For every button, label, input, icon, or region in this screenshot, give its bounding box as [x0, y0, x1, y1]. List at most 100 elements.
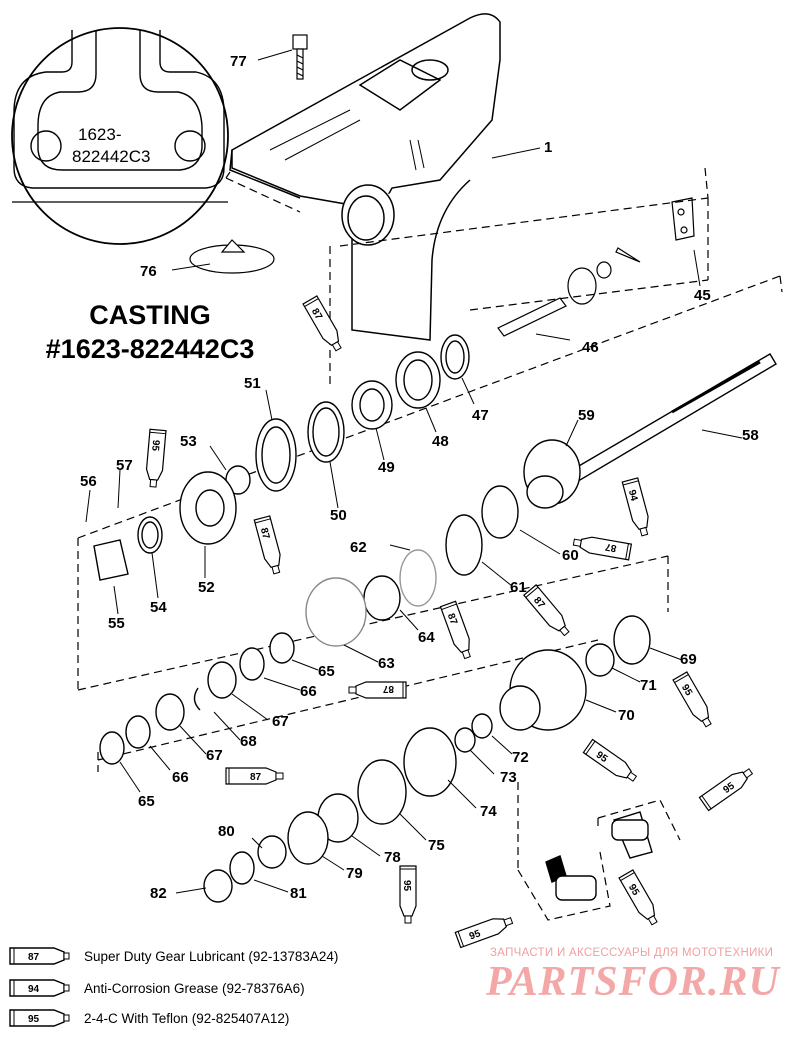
inset-casting-code-line2: 822442C3	[72, 147, 150, 166]
lubricant-tube-87-b: 87	[253, 515, 286, 576]
callout-68: 68	[240, 733, 257, 750]
lubricant-tube-87-f: 87	[348, 681, 407, 699]
callout-63: 63	[378, 655, 395, 672]
watermark-logo: PARTSFOR.RU	[486, 959, 780, 1005]
casting-title-line1: CASTING	[89, 300, 211, 330]
callout-67-b: 67	[206, 747, 223, 764]
callout-75: 75	[428, 837, 445, 854]
callout-66-b: 66	[172, 769, 189, 786]
lubricant-tube-95-a: 95	[144, 428, 167, 489]
svg-text:94: 94	[626, 489, 640, 503]
callout-52: 52	[198, 579, 215, 596]
callout-69: 69	[680, 651, 697, 668]
anode-part	[189, 239, 275, 274]
svg-text:87: 87	[258, 527, 272, 541]
cam-follower-part	[545, 811, 653, 901]
svg-text:95: 95	[149, 439, 161, 451]
callout-72: 72	[512, 749, 529, 766]
callout-65: 65	[318, 663, 335, 680]
bearing-and-ring-parts	[93, 334, 651, 903]
callout-76: 76	[140, 263, 157, 280]
callout-71: 71	[640, 677, 657, 694]
tube-icon: 95	[9, 1009, 70, 1027]
legend-row-95: 95 2-4-C With Teflon (92-825407A12)	[8, 1006, 289, 1030]
legend-code-94: 94	[28, 984, 40, 995]
watermark-tagline: ЗАПЧАСТИ И АКСЕССУАРЫ ДЛЯ МОТОТЕХНИКИ	[490, 947, 774, 959]
lubricant-tube-95-f: 95	[618, 869, 663, 928]
part-callouts: 77 1 76 45 46 47 48 49 50 51 53 57 56 52…	[80, 53, 759, 902]
callout-58: 58	[742, 427, 759, 444]
propeller-shaft-part	[523, 353, 777, 509]
lubricant-tube-95-b: 95	[672, 671, 717, 730]
legend-code-95: 95	[28, 1014, 40, 1025]
lubricant-tube-95-c: 95	[582, 738, 640, 786]
clip-part	[671, 197, 695, 241]
lubricant-tube-87-a: 87	[302, 295, 347, 354]
callout-48: 48	[432, 433, 449, 450]
svg-text:87: 87	[309, 307, 324, 323]
legend-row-87: 87 Super Duty Gear Lubricant (92-13783A2…	[8, 944, 338, 968]
lubricant-tube-87-d: 87	[439, 600, 476, 661]
svg-text:95: 95	[679, 683, 694, 699]
lubricant-tube-87-c: 87	[571, 533, 632, 561]
callout-47: 47	[472, 407, 489, 424]
callout-67: 67	[272, 713, 289, 730]
casting-title-line2: #1623-822442C3	[45, 334, 255, 364]
legend-text-95: 2-4-C With Teflon (92-825407A12)	[84, 1010, 290, 1026]
lubricant-tube-87-e: 87	[523, 584, 574, 640]
callout-62: 62	[350, 539, 367, 556]
callout-1: 1	[544, 139, 552, 156]
legend-text-94: Anti-Corrosion Grease (92-78376A6)	[84, 980, 305, 996]
callout-81: 81	[290, 885, 307, 902]
legend-text-87: Super Duty Gear Lubricant (92-13783A24)	[84, 948, 339, 964]
callout-46: 46	[582, 339, 599, 356]
svg-text:95: 95	[401, 880, 412, 892]
lubricant-tube-95-d: 95	[698, 764, 756, 812]
callout-73: 73	[500, 769, 517, 786]
svg-text:87: 87	[250, 772, 262, 783]
callout-70: 70	[618, 707, 635, 724]
callout-57: 57	[116, 457, 133, 474]
callout-45: 45	[694, 287, 711, 304]
callout-80: 80	[218, 823, 235, 840]
bolt-part	[292, 34, 308, 80]
callout-56: 56	[80, 473, 97, 490]
callout-65-b: 65	[138, 793, 155, 810]
callout-59: 59	[578, 407, 595, 424]
lubricant-tube-95-e: 95	[399, 865, 417, 924]
casting-title: CASTING #1623-822442C3	[30, 298, 270, 366]
casting-inset-circle: 1623- 822442C3	[11, 27, 229, 245]
callout-77: 77	[230, 53, 247, 70]
callout-51: 51	[244, 375, 261, 392]
callout-60: 60	[562, 547, 579, 564]
callout-64: 64	[418, 629, 435, 646]
callout-82: 82	[150, 885, 167, 902]
callout-74: 74	[480, 803, 497, 820]
inset-casting-code-line1: 1623-	[78, 125, 121, 144]
svg-text:87: 87	[445, 612, 459, 627]
legend-row-94: 94 Anti-Corrosion Grease (92-78376A6)	[8, 976, 305, 1000]
svg-text:87: 87	[382, 683, 394, 694]
callout-66: 66	[300, 683, 317, 700]
leader-lines	[85, 49, 743, 894]
tube-icon: 87	[9, 947, 70, 965]
tube-icon: 94	[9, 979, 70, 997]
callout-79: 79	[346, 865, 363, 882]
callout-49: 49	[378, 459, 395, 476]
shift-shaft-part	[497, 247, 641, 337]
callout-55: 55	[108, 615, 125, 632]
callout-50: 50	[330, 507, 347, 524]
legend-code-87: 87	[28, 952, 40, 963]
svg-text:87: 87	[604, 541, 617, 554]
lubricant-tube-94: 94	[621, 477, 654, 538]
svg-text:95: 95	[468, 928, 483, 942]
callout-53: 53	[180, 433, 197, 450]
lubricant-tube-95-g: 95	[454, 912, 515, 949]
lubricant-tube-87-g: 87	[225, 767, 284, 785]
gear-housing-part	[229, 13, 501, 341]
callout-54: 54	[150, 599, 167, 616]
svg-text:95: 95	[626, 882, 641, 898]
callout-61: 61	[510, 579, 527, 596]
